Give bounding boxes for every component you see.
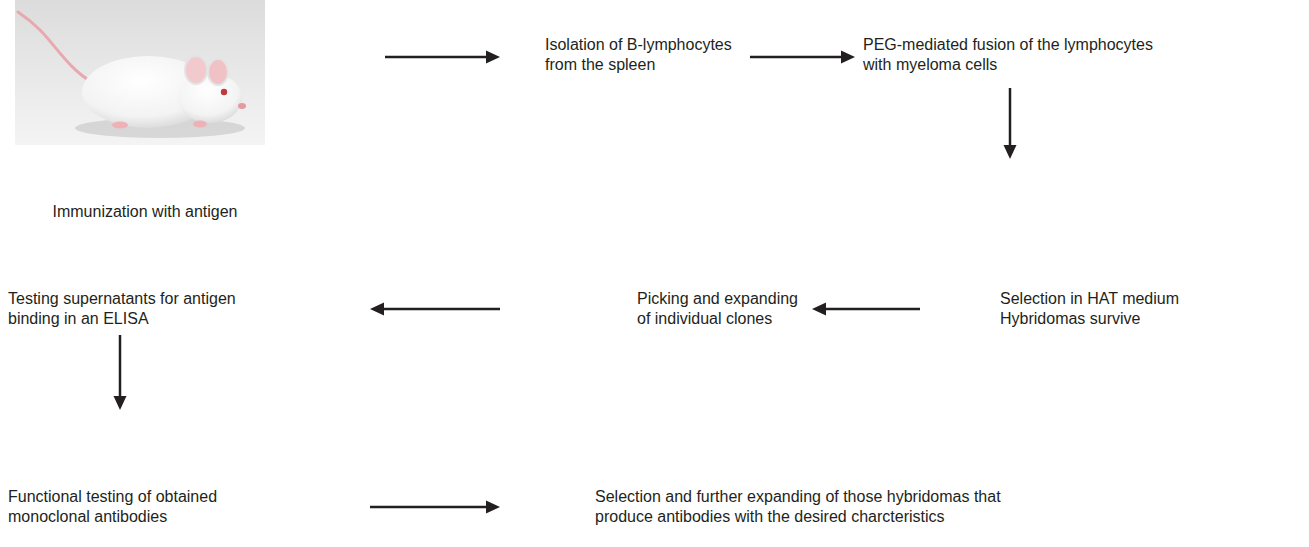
arrow-line (380, 308, 500, 311)
mouse-foot (193, 121, 207, 128)
step-text: Selection in HAT medium Hybridomas survi… (1000, 289, 1190, 329)
process-step: Picking and expanding of individual clon… (637, 289, 807, 329)
flow-arrow (370, 303, 500, 316)
flow-arrow (750, 51, 855, 64)
mouse-ear (185, 56, 207, 84)
arrow-head (1004, 145, 1017, 159)
flow-arrow (370, 501, 500, 514)
image-caption: Immunization with antigen (10, 202, 280, 222)
process-step: PEG-mediated fusion of the lymphocytes w… (863, 35, 1153, 75)
mouse-foot (112, 122, 128, 129)
step-text: Selection and further expanding of those… (595, 487, 1005, 527)
arrow-line (822, 308, 920, 311)
flow-arrow (812, 303, 920, 316)
photo-ground (15, 0, 265, 145)
step-text: PEG-mediated fusion of the lymphocytes w… (863, 35, 1153, 75)
step-text: Testing supernatants for antigen binding… (8, 289, 248, 329)
step-text: Isolation of B-lymphocytes from the sple… (545, 35, 750, 75)
arrow-head (486, 501, 500, 514)
flow-arrow (1004, 88, 1017, 159)
arrow-line (385, 56, 490, 59)
arrow-head (841, 51, 855, 64)
mouse-tail (18, 12, 92, 82)
arrow-head (370, 303, 384, 316)
flow-arrow (385, 51, 500, 64)
arrow-head (812, 303, 826, 316)
process-step: Functional testing of obtained monoclona… (8, 487, 248, 527)
process-step: Testing supernatants for antigen binding… (8, 289, 248, 329)
mouse-ear (208, 59, 228, 85)
mouse-eye (221, 89, 227, 95)
arrow-head (114, 396, 127, 410)
picture-step: Immunization with antigen (10, 0, 280, 230)
arrow-head (486, 51, 500, 64)
arrow-line (119, 335, 122, 400)
process-step: Selection and further expanding of those… (595, 487, 1005, 527)
step-text: Picking and expanding of individual clon… (637, 289, 807, 329)
process-step: Selection in HAT medium Hybridomas survi… (1000, 289, 1190, 329)
arrow-line (750, 56, 845, 59)
mouse-nose (238, 103, 246, 109)
flow-arrow (114, 335, 127, 410)
arrow-line (1009, 88, 1012, 149)
step-text: Functional testing of obtained monoclona… (8, 487, 248, 527)
arrow-line (370, 506, 490, 509)
process-step: Isolation of B-lymphocytes from the sple… (545, 35, 750, 75)
